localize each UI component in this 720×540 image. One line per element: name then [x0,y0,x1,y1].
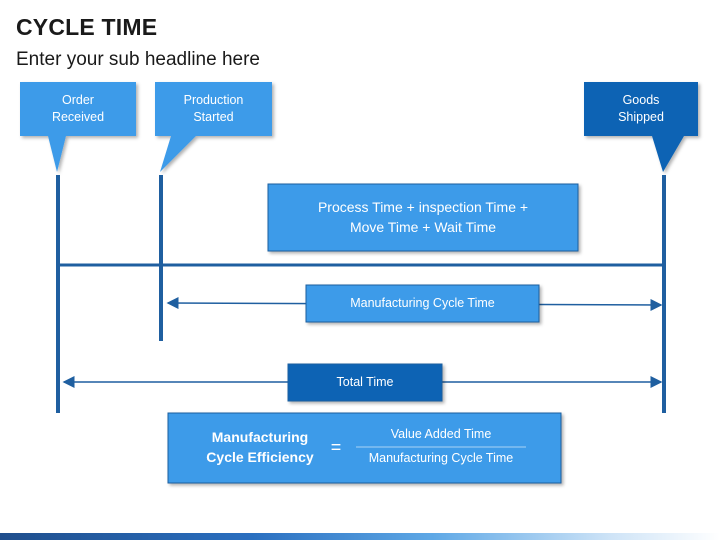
goods-shipped-label: Goods Shipped [618,92,664,125]
production-started-label: Production Started [183,92,244,125]
manufacturing-cycle-time-label: Manufacturing Cycle Time [350,295,495,310]
efficiency-box [167,412,562,484]
process-formula-label: Process Time + inspection Time + Move Ti… [317,198,529,235]
total-time-box [287,363,443,402]
equals-sign: = [330,437,342,457]
process-formula-box [267,183,579,252]
order-received-callout [20,82,136,172]
manufacturing-cycle-time-box [305,284,540,323]
order-received-label: Order Received [51,92,105,125]
bottom-accent-bar [0,533,720,540]
efficiency-numerator: Value Added Time [390,427,492,441]
efficiency-denominator: Manufacturing Cycle Time [368,451,514,465]
goods-shipped-callout [584,82,698,172]
total-time-label: Total Time [336,374,394,389]
production-started-callout [155,82,272,172]
page-subtitle: Enter your sub headline here [16,49,260,70]
efficiency-label: Manufacturing Cycle Efficiency [206,429,314,465]
page-title: CYCLE TIME [16,14,158,40]
